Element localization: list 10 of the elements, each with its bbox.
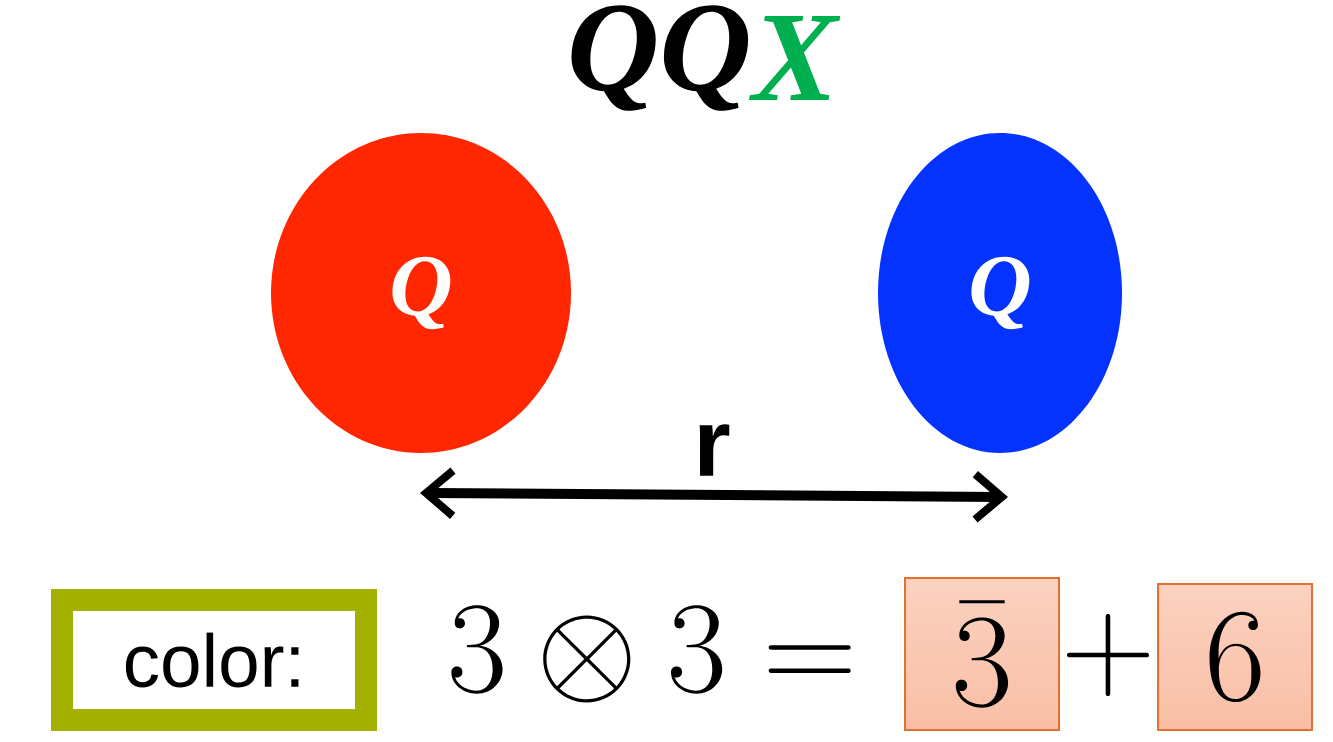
title: QQ — [571, 5, 749, 111]
title-letter: X — [749, 16, 841, 100]
plus-sign: $+$ — [1067, 614, 1149, 697]
sphere: Q — [271, 133, 571, 453]
rep-box: $6$ — [1157, 583, 1313, 731]
distance-label: r — [699, 424, 730, 476]
equation: $3 \otimes 3 =$ — [451, 605, 851, 703]
sphere: Q — [878, 133, 1122, 453]
rep-box: $\bar{3}$ — [904, 577, 1060, 731]
label-box: color: — [51, 589, 377, 731]
